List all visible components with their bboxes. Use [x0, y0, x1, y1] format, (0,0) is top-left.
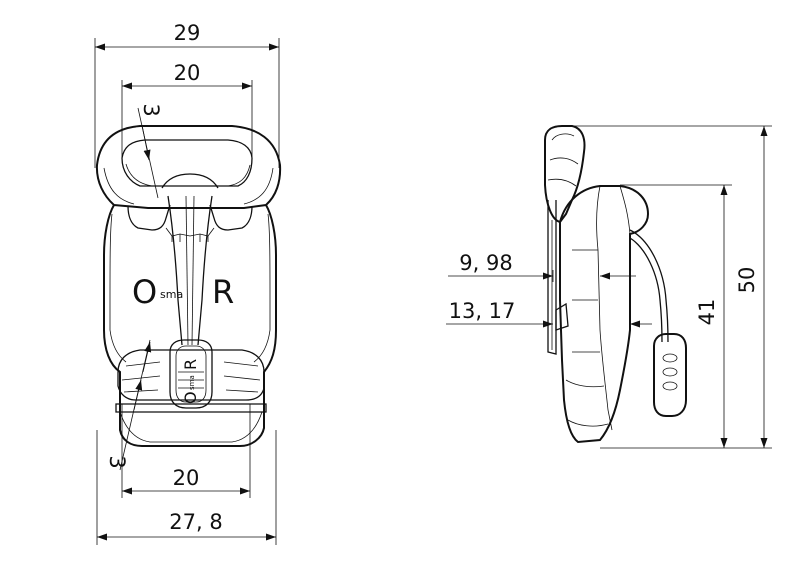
dim-50-label: 50 — [735, 267, 759, 294]
dimension-overall-width-bottom: 27, 8 — [96, 430, 277, 545]
buckle-side-outline — [544, 125, 687, 444]
dimension-bar-thickness-top: 3 — [137, 103, 163, 199]
osmar-logo-release-tab: O sma R — [181, 359, 200, 404]
dimension-overall-width-top: 29 — [94, 21, 280, 168]
dimension-9-98: 9, 98 — [448, 251, 636, 282]
logo-letter-o: O — [132, 273, 157, 311]
dimension-strap-width-bottom: 20 — [121, 404, 251, 498]
dimension-bar-thickness-bottom: 3 — [105, 339, 152, 471]
logo-middle: sma — [160, 288, 183, 301]
dim-41-label: 41 — [695, 299, 719, 326]
tab-logo-letter-r: R — [181, 359, 200, 370]
dim-3-top-label: 3 — [139, 103, 163, 116]
front-view: O sma R O sma R 29 20 3 — [94, 21, 282, 545]
dimension-41: 41 — [600, 184, 732, 449]
dim-13-17-label: 13, 17 — [449, 299, 516, 323]
logo-letter-r: R — [212, 273, 234, 311]
buckle-front-outline — [95, 125, 282, 447]
dim-3-bottom-label: 3 — [105, 455, 129, 468]
tab-logo-middle: sma — [188, 375, 196, 390]
dim-20-bottom-label: 20 — [173, 466, 200, 490]
dim-29-label: 29 — [174, 21, 201, 45]
dim-27-8-label: 27, 8 — [169, 510, 222, 534]
dimension-strap-width-top: 20 — [121, 61, 253, 158]
tab-logo-letter-o: O — [181, 391, 200, 404]
osmar-logo: O sma R — [132, 273, 234, 311]
dim-20-top-label: 20 — [174, 61, 201, 85]
dim-9-98-label: 9, 98 — [459, 251, 512, 275]
side-view: 9, 98 13, 17 41 50 — [446, 125, 772, 449]
dimension-13-17: 13, 17 — [446, 299, 652, 328]
dimension-50: 50 — [574, 125, 772, 449]
